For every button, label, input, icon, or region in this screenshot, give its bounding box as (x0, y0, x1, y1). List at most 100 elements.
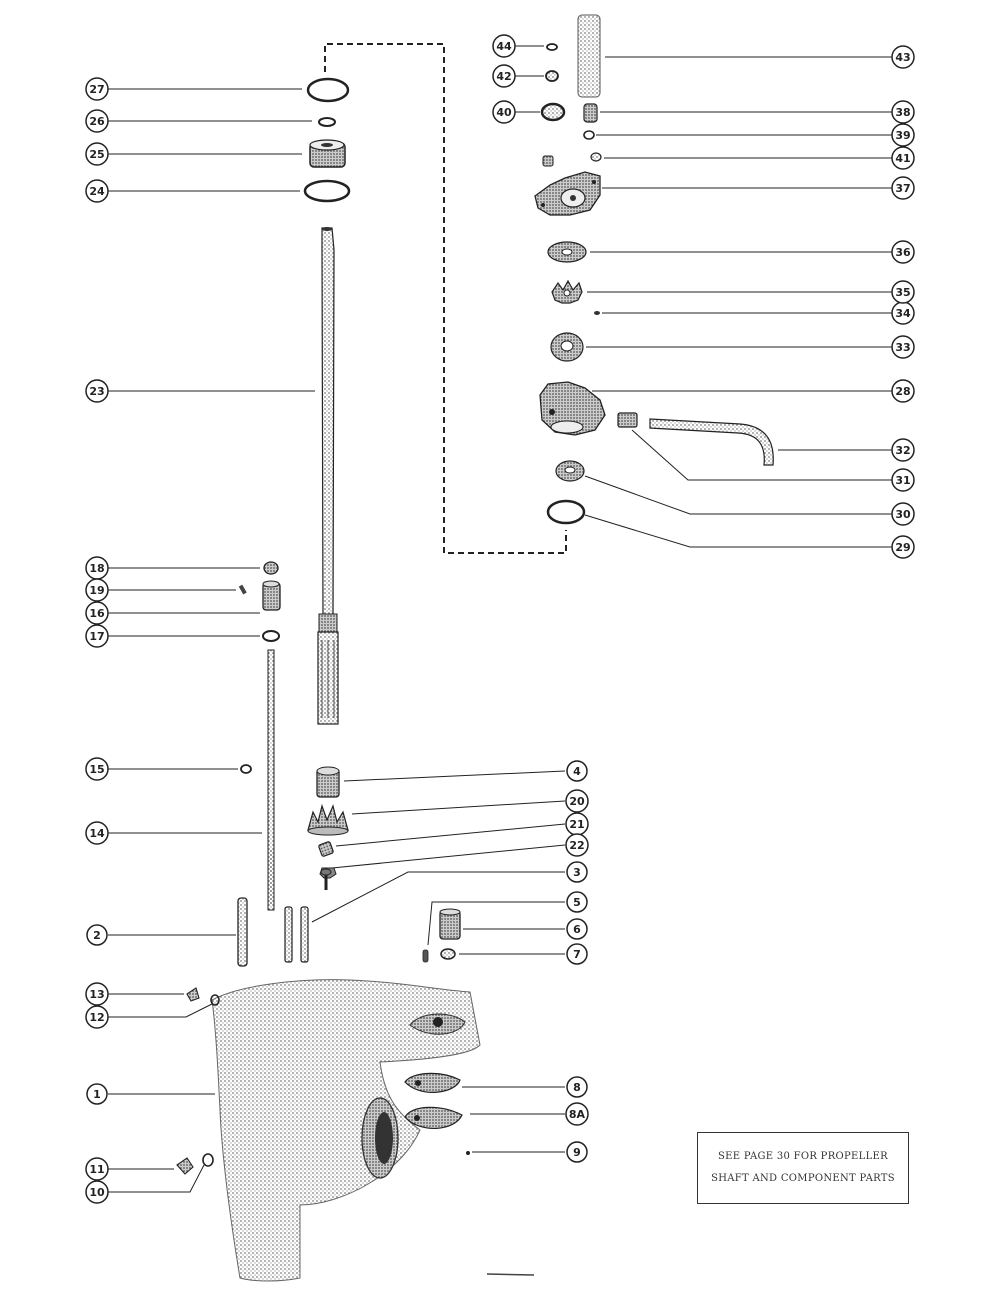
callout-number: 41 (895, 152, 910, 165)
callout-34: 34 (891, 301, 915, 325)
callout-circle (566, 861, 588, 883)
part-38-insert (583, 103, 598, 123)
callout-number: 23 (89, 385, 104, 398)
part-3-screw (320, 868, 332, 890)
part-43-tube (577, 14, 601, 98)
callout-circle (566, 1141, 588, 1163)
callout-number: 13 (89, 988, 104, 1001)
part-41-nut-a (542, 155, 554, 167)
callout-circle (85, 379, 109, 403)
callout-25: 25 (85, 142, 109, 166)
callout-circle (891, 146, 915, 170)
part-5-pin (422, 949, 429, 963)
callout-22: 22 (565, 833, 589, 857)
callout-number: 31 (895, 474, 910, 487)
part-2-stud (237, 897, 248, 967)
callout-4: 4 (566, 760, 588, 782)
part-8a-anode (404, 1106, 463, 1130)
callout-39: 39 (891, 123, 915, 147)
callout-number: 9 (573, 1146, 581, 1159)
callout-16: 16 (85, 601, 109, 625)
callout-8a: 8A (565, 1102, 589, 1126)
callout-number: 35 (895, 286, 910, 299)
callout-number: 1 (93, 1088, 101, 1101)
part-40-grommet (540, 102, 566, 122)
callout-17: 17 (85, 624, 109, 648)
callout-circle (85, 142, 109, 166)
callout-circle (492, 64, 516, 88)
part-7-washer (440, 948, 456, 960)
callout-35: 35 (891, 280, 915, 304)
part-27-o-ring (306, 77, 350, 103)
callout-number: 6 (573, 923, 581, 936)
part-23-drive-shaft (317, 227, 339, 725)
part-8-anode (404, 1072, 461, 1093)
callout-number: 34 (895, 307, 911, 320)
part-1-gear-housing (211, 979, 481, 1282)
part-37-pump-body (534, 171, 601, 216)
callout-36: 36 (891, 240, 915, 264)
callout-number: 39 (895, 129, 910, 142)
callout-1: 1 (86, 1083, 108, 1105)
callout-number: 20 (569, 795, 585, 808)
callout-19: 19 (85, 578, 109, 602)
callout-40: 40 (492, 100, 516, 124)
callout-circle (85, 1180, 109, 1204)
part-24-o-ring (303, 179, 351, 203)
callout-21: 21 (565, 812, 589, 836)
callout-23: 23 (85, 379, 109, 403)
callout-circle (85, 77, 109, 101)
part-31-grommet (617, 412, 638, 428)
callout-circle (85, 757, 109, 781)
callout-number: 17 (89, 630, 104, 643)
callout-number: 21 (569, 818, 584, 831)
callout-20: 20 (565, 789, 589, 813)
callout-number: 11 (89, 1163, 104, 1176)
callout-number: 16 (89, 607, 105, 620)
part-18-nut (263, 561, 279, 575)
part-13-fitting (186, 987, 200, 1002)
divider-line (486, 1273, 535, 1276)
housing-fittings (176, 987, 470, 1175)
callout-circle (891, 438, 915, 462)
callout-number: 27 (89, 83, 104, 96)
callout-circle (891, 176, 915, 200)
note-line-2: SHAFT AND COMPONENT PARTS (711, 1173, 895, 1184)
part-6-sleeve (439, 908, 461, 940)
callout-circle (891, 123, 915, 147)
callout-number: 32 (895, 444, 910, 457)
callout-41: 41 (891, 146, 915, 170)
callout-24: 24 (85, 179, 109, 203)
callout-circle (891, 280, 915, 304)
callout-circle (492, 34, 516, 58)
callout-14: 14 (85, 821, 109, 845)
callout-number: 2 (93, 929, 101, 942)
note-box: SEE PAGE 30 FOR PROPELLER SHAFT AND COMP… (697, 1132, 909, 1204)
callout-number: 4 (573, 765, 581, 778)
callout-circle (86, 1083, 108, 1105)
callout-circle (565, 789, 589, 813)
pinion-parts (307, 766, 349, 890)
callout-circle (566, 891, 588, 913)
callout-number: 33 (895, 341, 910, 354)
callout-number: 22 (569, 839, 584, 852)
callout-6: 6 (566, 918, 588, 940)
part-21-washer (318, 841, 334, 857)
callout-number: 37 (895, 182, 910, 195)
callout-44: 44 (492, 34, 516, 58)
callout-38: 38 (891, 100, 915, 124)
callout-number: 18 (89, 562, 104, 575)
callout-number: 19 (89, 584, 104, 597)
callout-32: 32 (891, 438, 915, 462)
water-pump-parts (534, 14, 774, 525)
note-line-1: SEE PAGE 30 FOR PROPELLER (718, 1151, 888, 1162)
callout-number: 44 (496, 40, 512, 53)
dowel-pins (237, 897, 461, 967)
callout-circle (891, 379, 915, 403)
callout-number: 3 (573, 866, 581, 879)
part-3-stud-b (300, 906, 309, 963)
callout-2: 2 (86, 924, 108, 946)
part-44-seal (546, 43, 558, 51)
callout-circle (492, 100, 516, 124)
